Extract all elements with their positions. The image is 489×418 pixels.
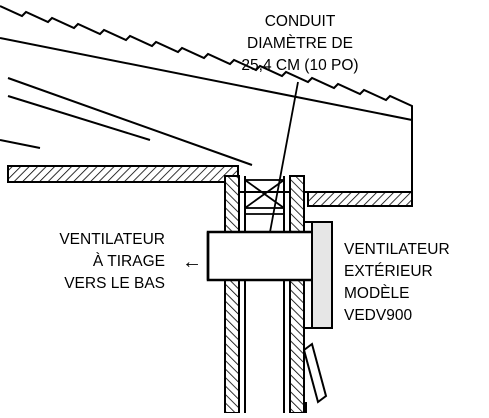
wall-right [283, 175, 305, 414]
downdraft-label-line-1: VENTILATEUR [59, 231, 165, 248]
exterior-label-line-1: VENTILATEUR [344, 241, 450, 258]
duct-leader-line [269, 81, 299, 233]
left-arrow-icon: ← [182, 251, 202, 273]
roof-rafters [0, 37, 413, 166]
wall-bracing [244, 179, 285, 215]
exterior-fan-label: VENTILATEUR EXTÉRIEUR MODÈLE VEDV900 [344, 241, 450, 324]
roof-shingles [0, 5, 413, 192]
exterior-label-line-3: MODÈLE [344, 285, 409, 302]
wall-left [224, 175, 246, 414]
duct-label-line-2: DIAMÈTRE DE [247, 35, 353, 52]
duct-label-line-1: CONDUIT [265, 13, 336, 30]
wall-hood [302, 342, 328, 413]
duct-label-line-3: 25,4 CM (10 PO) [241, 57, 358, 74]
duct-label: CONDUIT DIAMÈTRE DE 25,4 CM (10 PO) [241, 13, 358, 74]
downdraft-label-line-3: VERS LE BAS [64, 275, 165, 292]
soffit-hatched-band [7, 165, 413, 207]
exterior-label-line-4: VEDV900 [344, 307, 412, 324]
duct-pipe [206, 230, 318, 282]
exterior-label-line-2: EXTÉRIEUR [344, 263, 433, 280]
downdraft-label-line-2: À TIRAGE [93, 253, 165, 270]
exterior-fan-unit [304, 221, 333, 329]
downdraft-label: VENTILATEUR À TIRAGE VERS LE BAS [59, 231, 165, 292]
